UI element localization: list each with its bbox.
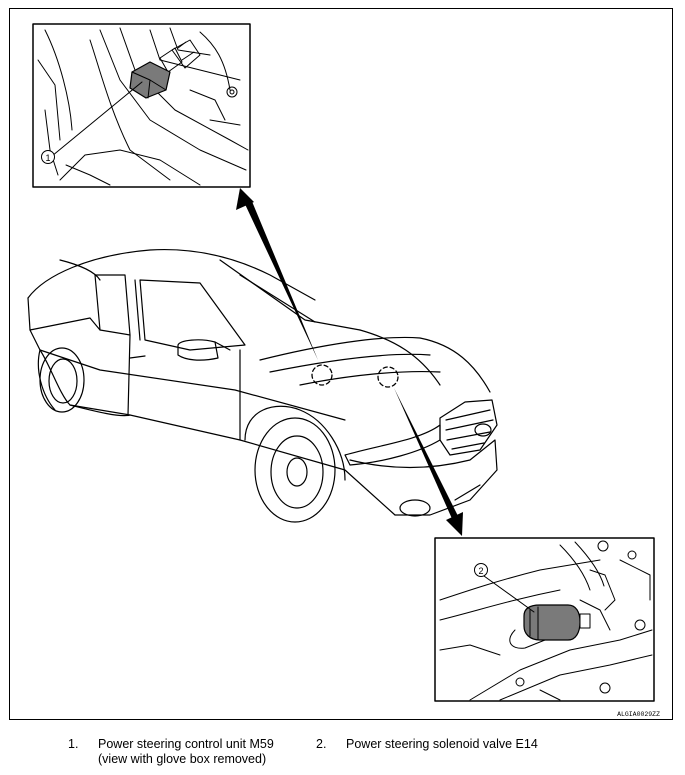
inset-detail-control-unit [32, 23, 251, 188]
inset-detail-solenoid-valve [434, 537, 655, 702]
callout-1-label: 1 [45, 153, 50, 163]
callout-1-circle [41, 150, 55, 164]
inset-1-drawing [37, 27, 249, 186]
leader-line-1 [51, 81, 143, 157]
location-marker-1 [311, 364, 333, 386]
leader-line-2 [483, 575, 535, 613]
legend-item-2-number: 2. [316, 737, 327, 751]
legend-item-1-number: 1. [68, 737, 79, 751]
legend-item-2: 2. Power steering solenoid valve E14 [316, 737, 616, 753]
legend-item-1: 1. Power steering control unit M59 (view… [68, 737, 308, 769]
legend-item-1-label: Power steering control unit M59 [98, 737, 274, 751]
figure-code: ALGIA0029ZZ [617, 711, 660, 718]
callout-2-label: 2 [478, 566, 483, 576]
pointer-arrow-to-inset-1 [236, 188, 318, 360]
location-marker-2 [377, 366, 399, 388]
vehicle-outline [27, 248, 498, 523]
inset-2-drawing [439, 540, 653, 701]
pointer-arrow-to-inset-2 [394, 388, 463, 536]
callout-2-circle [474, 563, 488, 577]
figure-frame [9, 8, 673, 720]
legend-item-1-note: (view with glove box removed) [98, 752, 267, 766]
legend-item-2-label: Power steering solenoid valve E14 [346, 737, 538, 751]
component-location-illustration: 1 2 ALGIA0029ZZ [27, 23, 660, 718]
